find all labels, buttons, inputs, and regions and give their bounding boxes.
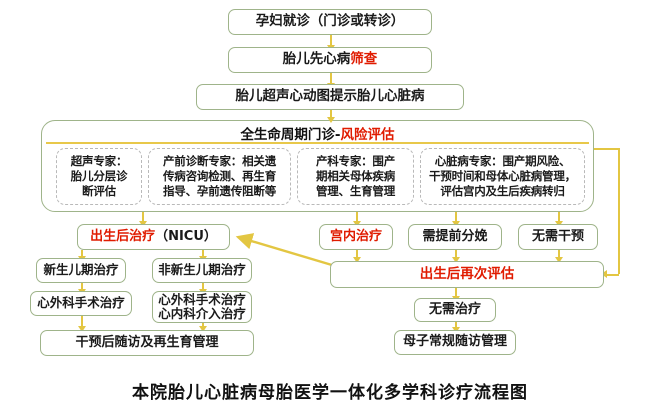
connector-panel-right-top: [594, 148, 619, 151]
connector-panel-to-no-intervene: [557, 212, 561, 225]
arrow-echo-to-panel: [326, 117, 335, 123]
connector-no-treat-to-routine: [454, 321, 458, 330]
connector-screening-to-echo: [329, 73, 333, 86]
node-neonatal-period-treatment[interactable]: 新生儿期治疗: [36, 258, 126, 283]
screening-label-accent: 筛查: [350, 51, 378, 68]
node-non-neonatal-period-treatment[interactable]: 非新生儿期治疗: [152, 258, 252, 283]
arrow-panel-right-to-reassess: [601, 270, 607, 278]
connector-echo-to-panel: [329, 110, 333, 120]
node-intrauterine-treatment[interactable]: 宫内治疗: [319, 224, 393, 250]
node-postnatal-treatment-nicu[interactable]: 出生后治疗（NICU）: [77, 224, 230, 250]
panel-title-accent: 风险评估: [340, 127, 395, 143]
expert-card-prenatal-diagnosis[interactable]: 产前诊断专家：相关遗 传病咨询检测、再生育 指导、孕前遗传阻断等: [148, 148, 291, 205]
connector-nicu-to-neonatal: [80, 250, 84, 259]
arrow-no-intervene-to-reassess: [554, 257, 563, 263]
arrow-early-deliver-to-reassess: [451, 257, 460, 263]
connector-reassess-to-no-treat: [454, 288, 458, 299]
node-no-intervention[interactable]: 无需干预: [518, 224, 598, 250]
panel-title: 全生命周期门诊-风险评估: [41, 123, 594, 143]
connector-panel-to-early-deliver: [454, 212, 458, 225]
node-fetal-chd-screening[interactable]: 胎儿先心病筛查: [228, 47, 432, 73]
nicu-label-plain: （NICU）: [155, 228, 217, 244]
screening-label-plain: 胎儿先心病: [282, 51, 351, 68]
node-routine-followup-management[interactable]: 母子常规随访管理: [394, 330, 516, 355]
node-cardiac-surgery-neonatal[interactable]: 心外科手术治疗: [30, 291, 132, 316]
connector-panel-to-nicu: [141, 212, 145, 225]
expert-card-cardiology[interactable]: 心脏病专家：围产期风险、 干预时间和母体心脏病管理， 评估宫内及生后疾病转归: [420, 148, 585, 205]
figure-caption: 本院胎儿心脏病母胎医学一体化多学科诊疗流程图: [132, 383, 528, 403]
panel-title-plain: 全生命周期门诊-: [240, 127, 341, 143]
node-fetal-echocardiogram[interactable]: 胎儿超声心动图提示胎儿心脏病: [196, 84, 464, 110]
connector-surgery-a-to-followup: [80, 316, 84, 330]
connector-panel-right-vertical: [617, 148, 620, 274]
node-maternal-visit[interactable]: 孕妇就诊（门诊或转诊）: [228, 9, 432, 35]
arrow-surgery-a-to-followup: [77, 326, 86, 332]
expert-card-ultrasound[interactable]: 超声专家： 胎儿分层诊 断评估: [56, 148, 142, 205]
node-postnatal-reassessment[interactable]: 出生后再次评估: [330, 261, 604, 288]
arrow-intrauterine-to-reassess: [352, 257, 361, 263]
arrow-surgery-b-to-followup: [198, 326, 207, 332]
connector-panel-to-intrauterine: [355, 212, 359, 225]
connector-visit-to-screening: [329, 35, 333, 48]
panel-divider: [46, 142, 589, 144]
connector-panel-right-bottom: [607, 273, 619, 276]
node-no-treatment-needed[interactable]: 无需治疗: [414, 298, 496, 322]
connector-non-neonatal-to-surgery: [201, 283, 205, 292]
connector-intrauterine-to-reassess: [355, 250, 359, 261]
connector-no-intervene-to-reassess: [557, 250, 561, 261]
node-early-delivery[interactable]: 需提前分娩: [408, 224, 502, 250]
node-cardiac-surgery-intervention[interactable]: 心外科手术治疗 心内科介入治疗: [152, 291, 252, 323]
expert-card-obstetrics[interactable]: 产科专家：围产 期相关母体疾病 管理、生育管理: [297, 148, 414, 205]
connector-neonatal-to-surgery: [80, 283, 84, 292]
nicu-label-accent: 出生后治疗: [90, 228, 156, 244]
node-post-intervention-followup[interactable]: 干预后随访及再生育管理: [40, 330, 254, 356]
connector-nicu-to-non-neonatal: [201, 250, 205, 259]
connector-early-deliver-to-reassess: [454, 250, 458, 261]
